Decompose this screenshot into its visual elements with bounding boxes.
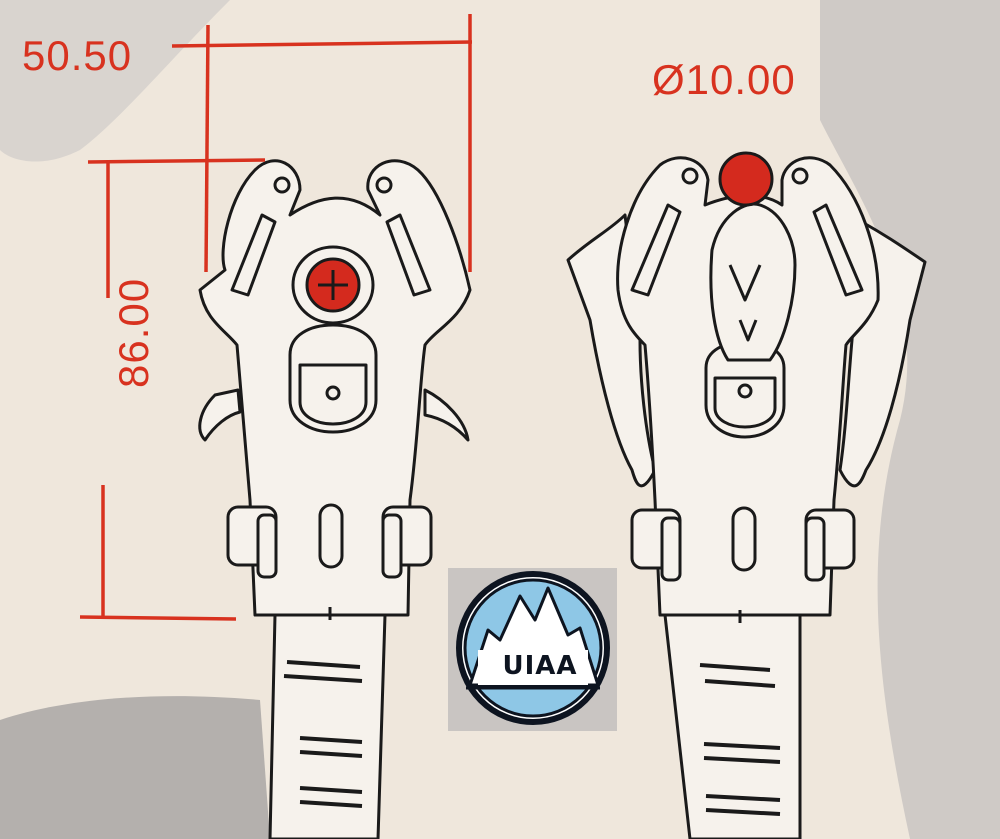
right-strap-marks [699,663,781,816]
height-dimension-label: 86.00 [110,277,157,388]
height-dimension-lines [79,158,266,621]
width-dimension-lines [171,14,473,273]
width-dimension-label: 50.50 [22,32,133,79]
right-device-drawing [566,156,927,839]
rope-cross-section [718,151,774,207]
uiaa-logo [448,568,617,731]
screw-gate [305,257,361,313]
uiaa-logo-text: UIAA [502,651,578,681]
rope-diameter-label: Ø10.00 [652,56,796,103]
left-device-drawing [198,159,472,839]
left-strap-marks [283,660,363,808]
